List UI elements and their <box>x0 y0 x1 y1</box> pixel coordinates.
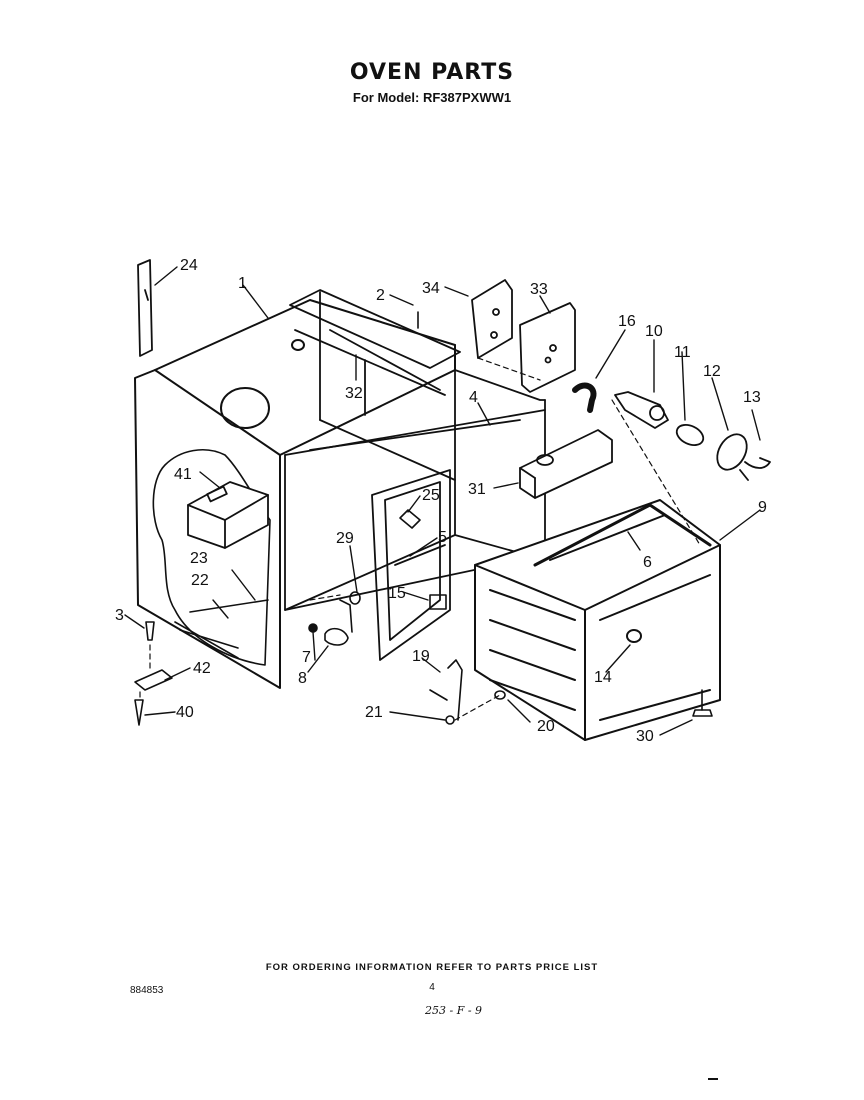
model-subtitle: For Model: RF387PXWW1 <box>352 90 512 105</box>
part-34-panel <box>471 279 513 359</box>
part-label-5: 5 <box>438 529 447 546</box>
part-31-duct <box>519 429 613 499</box>
corner-mark <box>708 1078 718 1080</box>
part-label-41: 41 <box>174 466 192 483</box>
part-label-21: 21 <box>365 704 383 721</box>
part-label-4: 4 <box>469 389 478 406</box>
terminal-strips <box>174 599 269 659</box>
part-33-panel <box>519 302 576 393</box>
part-label-31: 31 <box>468 481 486 498</box>
part-label-20: 20 <box>537 718 555 735</box>
part-label-11: 11 <box>674 344 691 361</box>
ordering-note: FOR ORDERING INFORMATION REFER TO PARTS … <box>265 962 599 973</box>
part-labels: 24 1 2 34 33 16 10 11 12 13 9 32 4 31 25… <box>115 257 767 745</box>
part-16-hose <box>572 382 597 413</box>
light-assembly <box>614 391 771 481</box>
part-label-3: 3 <box>115 607 124 624</box>
front-frame <box>371 469 451 661</box>
part-label-19: 19 <box>412 648 430 665</box>
part-label-6: 6 <box>643 554 652 571</box>
part-label-7: 7 <box>302 649 311 666</box>
part-label-40: 40 <box>176 704 194 721</box>
part-label-10: 10 <box>645 323 663 340</box>
oven-liner <box>474 499 721 741</box>
part-label-33: 33 <box>530 281 548 298</box>
part-label-42: 42 <box>193 660 211 677</box>
part-label-34: 34 <box>422 280 440 297</box>
assembly-lines <box>139 357 701 721</box>
part-label-15: 15 <box>388 585 406 602</box>
part-41-box <box>187 481 269 549</box>
part-label-29: 29 <box>336 530 354 547</box>
part-label-12: 12 <box>703 363 721 380</box>
part-label-25: 25 <box>422 487 440 504</box>
part-label-13: 13 <box>743 389 761 406</box>
part-label-30: 30 <box>636 728 654 745</box>
document-code: 884853 <box>130 985 164 996</box>
small-hardware <box>134 311 713 726</box>
part-label-22: 22 <box>191 572 209 589</box>
part-label-1: 1 <box>238 275 247 292</box>
part-label-32: 32 <box>345 385 363 402</box>
part-label-9: 9 <box>758 499 767 516</box>
part-label-8: 8 <box>298 670 307 687</box>
part-label-2: 2 <box>376 287 385 304</box>
handwritten-note: 253 - F - 9 <box>425 1004 483 1017</box>
part-label-14: 14 <box>594 669 612 686</box>
page-number: 4 <box>429 982 435 993</box>
leader-lines <box>124 266 761 736</box>
part-24-bracket <box>137 259 153 357</box>
part-label-24: 24 <box>180 257 198 274</box>
page-title: OVEN PARTS <box>349 60 515 85</box>
part-label-16: 16 <box>618 313 636 330</box>
part-label-23: 23 <box>190 550 208 567</box>
